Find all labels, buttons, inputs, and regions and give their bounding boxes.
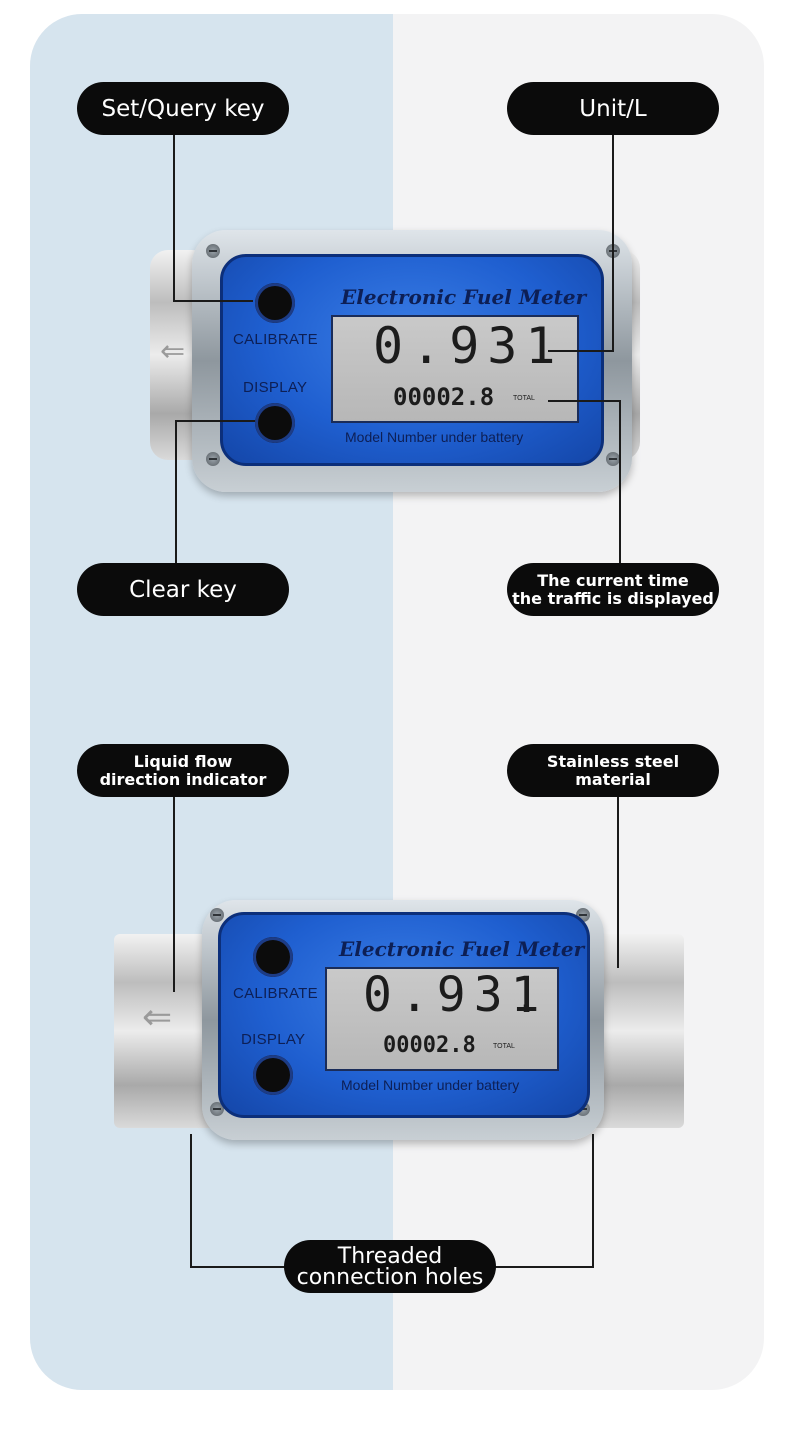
callout-line [492, 1266, 594, 1268]
callout-line [173, 134, 175, 302]
flow-direction-text: Liquid flow direction indicator [99, 751, 267, 789]
callout-line [190, 1266, 290, 1268]
lcd-total-label: TOTAL [493, 1043, 515, 1050]
lcd-reading: 0.931 [363, 967, 548, 1023]
screw-icon [606, 452, 620, 466]
lcd-unit: L [523, 1003, 530, 1015]
callout-line [592, 1134, 594, 1268]
threaded-holes-label: Threaded connection holes [284, 1240, 496, 1293]
clear-key-text: Clear key [129, 576, 237, 603]
lcd-screen: 0.931 L 00002.8 TOTAL [331, 315, 579, 423]
current-time-text: The current time the traffic is displaye… [512, 570, 714, 608]
set-query-key-text: Set/Query key [101, 95, 265, 122]
callout-line [612, 134, 614, 352]
unit-label: Unit/L [507, 82, 719, 135]
meter-face: Electronic Fuel Meter CALIBRATE DISPLAY … [220, 254, 604, 466]
lcd-total-label: TOTAL [513, 395, 535, 402]
callout-line [173, 796, 175, 992]
current-time-label: The current time the traffic is displaye… [507, 563, 719, 616]
meter-top: ⇐ Electronic Fuel Meter CALIBRATE DISPLA… [150, 222, 640, 494]
stainless-steel-text: Stainless steel material [546, 751, 680, 789]
meter-bottom: ⇐ Electronic Fuel Meter CALIBRATE DISPLA… [114, 900, 684, 1144]
callout-line [175, 420, 255, 422]
left-background-panel [30, 14, 393, 1390]
callout-line [173, 300, 253, 302]
meter-title: Electronic Fuel Meter [341, 285, 587, 309]
screw-icon [210, 908, 224, 922]
threaded-holes-text: Threaded connection holes [296, 1243, 484, 1290]
screw-icon [206, 452, 220, 466]
callout-line [548, 350, 614, 352]
display-label: DISPLAY [243, 379, 308, 396]
display-label: DISPLAY [241, 1031, 306, 1048]
callout-line [548, 400, 620, 402]
lcd-unit: L [541, 353, 548, 365]
calibrate-button[interactable] [253, 937, 293, 977]
screw-icon [210, 1102, 224, 1116]
flow-arrow-icon: ⇐ [160, 335, 186, 368]
flow-arrow-icon: ⇐ [142, 996, 173, 1037]
lcd-total: 00002.8 [393, 383, 495, 411]
product-card [30, 14, 764, 1390]
calibrate-label: CALIBRATE [233, 985, 318, 1002]
meter-title: Electronic Fuel Meter [339, 937, 585, 961]
lcd-screen: 0.931 L 00002.8 TOTAL [325, 967, 559, 1071]
model-text: Model Number under battery [345, 429, 524, 445]
callout-line [617, 796, 619, 968]
callout-line [175, 420, 177, 564]
clear-key-label: Clear key [77, 563, 289, 616]
unit-text: Unit/L [579, 95, 647, 122]
meter-face: Electronic Fuel Meter CALIBRATE DISPLAY … [218, 912, 590, 1118]
model-text: Model Number under battery [341, 1077, 520, 1093]
display-button[interactable] [253, 1055, 293, 1095]
stainless-steel-label: Stainless steel material [507, 744, 719, 797]
callout-line [619, 400, 621, 564]
calibrate-label: CALIBRATE [233, 331, 318, 348]
calibrate-button[interactable] [255, 283, 295, 323]
lcd-total: 00002.8 [383, 1033, 476, 1058]
flow-direction-label: Liquid flow direction indicator [77, 744, 289, 797]
set-query-key-label: Set/Query key [77, 82, 289, 135]
callout-line [190, 1134, 192, 1268]
lcd-reading: 0.931 [373, 317, 564, 375]
screw-icon [206, 244, 220, 258]
display-button[interactable] [255, 403, 295, 443]
